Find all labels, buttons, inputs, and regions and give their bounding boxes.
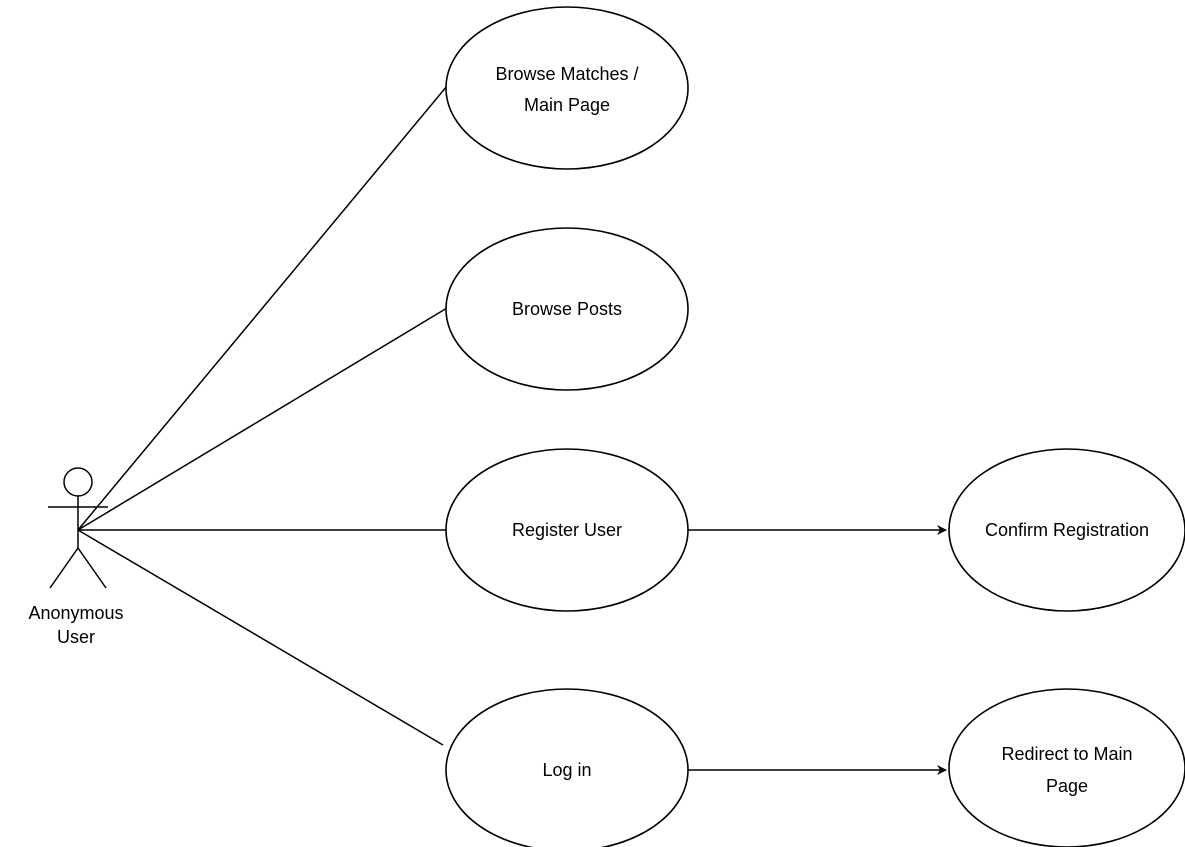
use-case-register-user[interactable]: Register User xyxy=(445,448,689,612)
use-case-confirm-registration[interactable]: Confirm Registration xyxy=(948,448,1185,612)
use-case-register-user-shape xyxy=(445,448,689,612)
actor-label-line1: Anonymous xyxy=(28,603,123,623)
actor-right-leg xyxy=(77,547,107,589)
use-case-browse-posts[interactable]: Browse Posts xyxy=(445,227,689,391)
actor-head xyxy=(63,467,93,497)
association-log-in xyxy=(77,529,444,746)
use-case-browse-matches[interactable]: Browse Matches / Main Page xyxy=(445,6,689,170)
use-case-register-user-label: Register User xyxy=(512,520,622,540)
use-case-browse-posts-label: Browse Posts xyxy=(512,299,622,319)
actor-left-leg xyxy=(49,547,79,589)
association-browse-posts xyxy=(77,307,448,531)
association-browse-matches xyxy=(77,85,448,531)
use-case-log-in[interactable]: Log in xyxy=(445,688,689,847)
use-case-browse-matches-label-line2: Main Page xyxy=(524,95,610,115)
use-case-redirect-main[interactable]: Redirect to Main Page xyxy=(948,688,1185,847)
use-case-confirm-registration-label: Confirm Registration xyxy=(985,520,1149,540)
use-case-log-in-label: Log in xyxy=(542,760,591,780)
use-case-browse-matches-label-line1: Browse Matches / xyxy=(495,64,638,84)
use-case-confirm-registration-shape xyxy=(948,448,1185,612)
use-case-log-in-shape xyxy=(445,688,689,847)
actor-label-line2: User xyxy=(57,627,95,647)
use-case-browse-matches-shape xyxy=(445,6,689,170)
use-case-redirect-main-shape xyxy=(948,688,1185,847)
use-case-redirect-main-label-line1: Redirect to Main xyxy=(1001,744,1132,764)
use-case-browse-posts-shape xyxy=(445,227,689,391)
actor-anonymous-user[interactable]: Anonymous User xyxy=(28,467,124,647)
use-case-redirect-main-label-line2: Page xyxy=(1046,776,1088,796)
